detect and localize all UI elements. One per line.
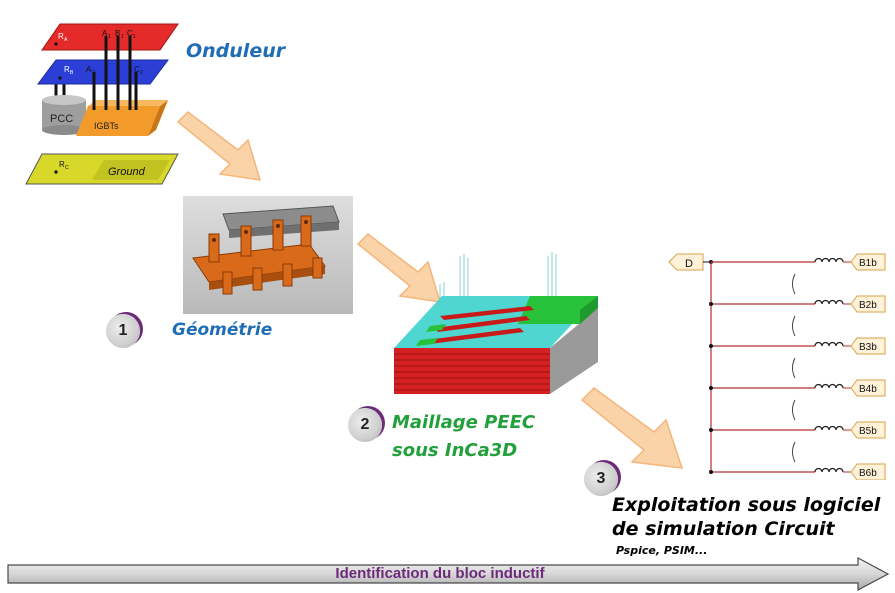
blue-plate: [37, 59, 169, 85]
pcc-label: PCC: [50, 113, 73, 125]
step-3-label-line2: de simulation Circuit: [612, 518, 835, 540]
output-tag: [850, 421, 886, 439]
inductor-icon: [814, 299, 844, 305]
onduleur-diagram: PCC IGBTs R A A 1 B 1 C 1 R B A 2 C 2: [25, 23, 179, 185]
step-1-badge: 1: [106, 314, 140, 348]
rb-label: R: [64, 65, 70, 74]
ground-plate: R C Ground: [25, 153, 179, 185]
step-3-sub-label: Pspice, PSIM...: [616, 544, 708, 557]
output-label: B2b: [859, 300, 877, 311]
step-3-label-line1: Exploitation sous logiciel: [612, 494, 881, 516]
output-label: B4b: [859, 384, 877, 395]
a2-label: A: [86, 65, 92, 74]
step-2-label-line2: sous InCa3D: [392, 440, 518, 461]
rb-sub: B: [70, 70, 74, 76]
inductor-icon: [814, 257, 844, 263]
coupling-mark: [792, 357, 796, 379]
output-label: B5b: [859, 426, 877, 437]
inductor-icon: [814, 467, 844, 473]
junction-dot: [709, 386, 713, 390]
c1-label: C: [127, 29, 133, 38]
junction-dot: [709, 302, 713, 306]
pcc-cylinder: PCC: [42, 95, 86, 135]
flow-arrow-3: [580, 387, 684, 469]
input-label: D: [685, 258, 693, 270]
coupling-mark: [792, 273, 796, 295]
igbts-label: IGBTs: [94, 121, 119, 131]
output-label: B1b: [859, 258, 877, 269]
output-tag: [850, 463, 886, 480]
b1-sub: 1: [121, 34, 124, 40]
inductor-icon: [814, 341, 844, 347]
ground-label: Ground: [108, 166, 146, 178]
step-2-badge: 2: [348, 408, 382, 442]
a1-label: A: [102, 29, 108, 38]
bottom-process-arrow: [7, 557, 890, 591]
a1-sub: 1: [108, 34, 111, 40]
circuit-row: B3b: [709, 315, 886, 355]
step-1-label: Géométrie: [172, 320, 273, 340]
output-tag: [850, 295, 886, 313]
inductor-icon: [814, 383, 844, 389]
output-label: B6b: [859, 468, 877, 479]
peec-mesh-render: [394, 252, 598, 394]
circuit-row: B6b: [709, 441, 886, 480]
c2-label: C: [134, 65, 140, 74]
coupling-mark: [792, 315, 796, 337]
junction-dot: [709, 428, 713, 432]
rc-sub: C: [65, 165, 69, 171]
ra-label: R: [58, 32, 64, 41]
output-label: B3b: [859, 342, 877, 353]
junction-dot: [709, 344, 713, 348]
b1-label: B: [115, 29, 120, 38]
onduleur-title: Onduleur: [186, 40, 286, 62]
step-2-label-line1: Maillage PEEC: [392, 412, 536, 433]
inductor-icon: [814, 425, 844, 431]
ra-sub: A: [64, 37, 68, 43]
output-tag: [850, 337, 886, 355]
rc-label: R: [59, 160, 65, 169]
flow-arrow-1: [176, 111, 262, 181]
output-tag: [850, 253, 886, 271]
igbt-leads: [92, 36, 138, 110]
bottom-arrow-label: Identification du bloc inductif: [335, 565, 545, 582]
flow-arrow-2: [356, 233, 442, 303]
geometry-render: [183, 196, 353, 314]
step-3-badge: 3: [584, 462, 618, 496]
junction-dot: [709, 470, 713, 474]
circuit-row: B2b: [709, 273, 886, 313]
circuit-row: B1b: [711, 253, 886, 271]
coupling-mark: [792, 441, 796, 463]
igbt-block: IGBTs: [76, 100, 168, 136]
red-plate: [41, 23, 179, 51]
coupling-mark: [792, 399, 796, 421]
c1-sub: 1: [133, 34, 136, 40]
output-tag: [850, 379, 886, 397]
circuit-row: B5b: [709, 399, 886, 439]
circuit-row: B4b: [709, 357, 886, 397]
c2-sub: 2: [140, 70, 143, 76]
a2-sub: 2: [92, 70, 95, 76]
